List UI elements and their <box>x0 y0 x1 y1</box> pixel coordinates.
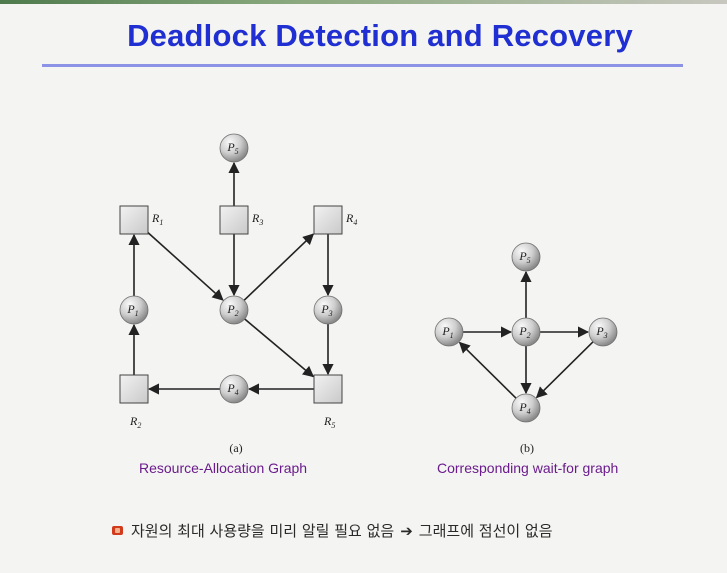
graph-a-resource-r3 <box>219 205 249 235</box>
graph-a-process-p2 <box>219 295 249 325</box>
graph-a-resource-label-r1: R1 <box>151 211 163 227</box>
graph-b-edges <box>458 270 594 399</box>
graph-a-edges <box>128 161 334 395</box>
graph-a-caption: Resource-Allocation Graph <box>139 460 308 476</box>
graph-a-resource-r5 <box>313 374 343 404</box>
graph-a-process-p5 <box>219 133 249 163</box>
graph-b-caption: Corresponding wait-for graph <box>437 460 619 476</box>
graph-a-resource-label-r4: R4 <box>345 211 357 227</box>
bullet-text: 자원의 최대 사용량을 미리 알릴 필요 없음 <box>131 522 395 540</box>
graph-b-process-p1 <box>434 317 464 347</box>
graph-a-label: (a) <box>229 441 242 455</box>
graph-a-resource-label-r3: R3 <box>251 211 263 227</box>
graph-a-resource-r1 <box>119 205 149 235</box>
graph-b-edge-p3-p4 <box>535 341 594 399</box>
graph-a-resource-label-r5: R5 <box>323 414 335 430</box>
graph-b-process-p4 <box>511 393 541 423</box>
graph-a-resource-r2 <box>119 374 149 404</box>
graph-a-edge-p2-r5 <box>244 318 315 378</box>
graph-a-resource-r4 <box>313 205 343 235</box>
graph-b-process-p5 <box>511 242 541 272</box>
graph-a-edge-p2-r4 <box>243 233 315 301</box>
graph-a-resource-label-r2: R2 <box>129 414 141 430</box>
graph-a-process-p3 <box>313 295 343 325</box>
graph-b-process-p3 <box>588 317 618 347</box>
graph-a-process-p4 <box>219 374 249 404</box>
graph-b-process-p2 <box>511 317 541 347</box>
slide-title: Deadlock Detection and Recovery <box>127 18 633 53</box>
title-underline <box>42 64 683 67</box>
bullet-point: 자원의 최대 사용량을 미리 알릴 필요 없음 ➔ 그래프에 점선이 없음 <box>112 520 553 541</box>
arrow-icon: ➔ <box>400 521 413 540</box>
bullet-icon <box>112 526 123 535</box>
graph-a-edge-r1-p2 <box>147 232 224 301</box>
graph-b-edge-p4-p1 <box>458 341 517 399</box>
graph-a-process-p1 <box>119 295 149 325</box>
graph-b-label: (b) <box>520 441 534 455</box>
top-accent-strip <box>0 0 727 4</box>
bullet-tail-text: 그래프에 점선이 없음 <box>418 522 553 540</box>
